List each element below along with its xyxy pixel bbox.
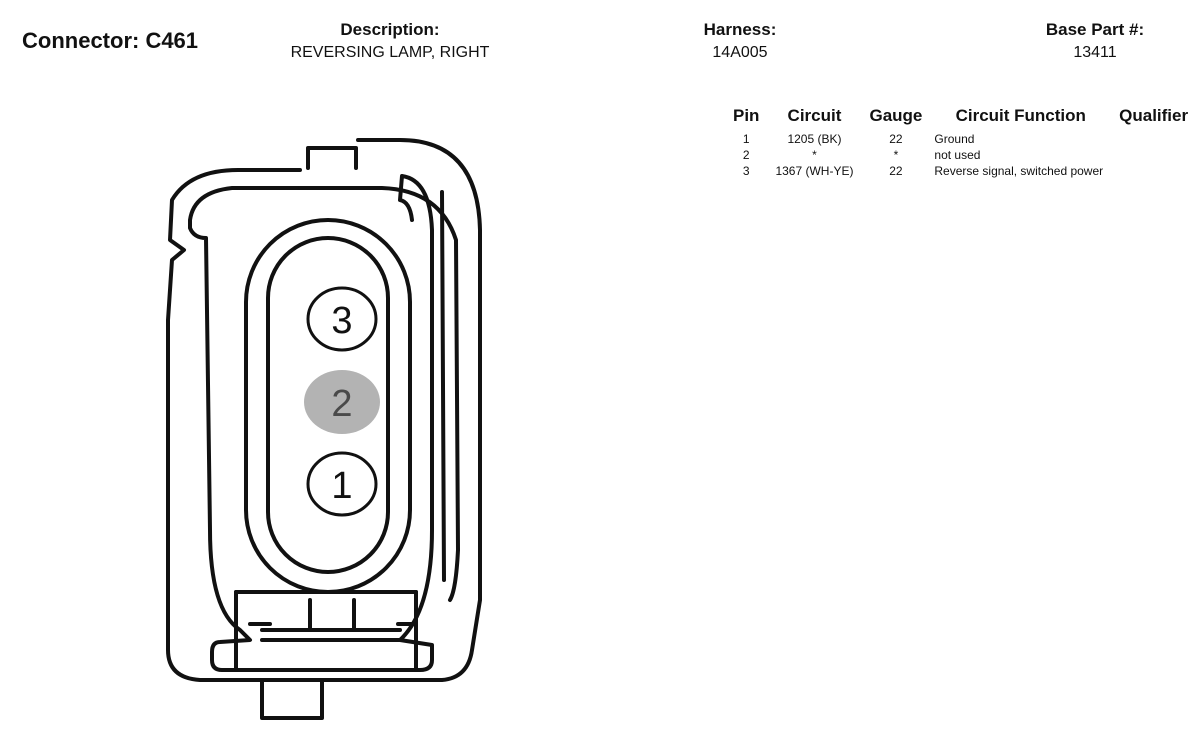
- column-header-circuit: Circuit: [787, 106, 842, 125]
- cell-gauge: *: [893, 148, 899, 162]
- connector-title: Connector: C461: [22, 28, 199, 53]
- cell-qualifier: [1111, 163, 1196, 179]
- cell-pin: 1: [742, 132, 750, 146]
- pin-3-label: 3: [331, 300, 352, 342]
- description-label: Description:: [340, 20, 440, 39]
- housing-outer: [166, 138, 482, 682]
- pin-2-label: 2: [331, 383, 352, 425]
- cell-circuit: 1367 (WH-YE): [775, 164, 854, 178]
- column-header-circuit-function: Circuit Function: [955, 106, 1086, 125]
- cell-circuit: 1205 (BK): [787, 132, 842, 146]
- housing-right-wall: [440, 190, 446, 582]
- bottom-tab: [260, 678, 324, 720]
- housing-inner-rim: [298, 186, 460, 602]
- cavity-inner: [266, 236, 390, 574]
- column-header-gauge: Gauge: [869, 106, 923, 125]
- connector-face-diagram: 3 2 1: [166, 138, 482, 720]
- cell-gauge: 22: [889, 164, 903, 178]
- cell-gauge: 22: [889, 132, 903, 146]
- cell-function: not used: [934, 148, 981, 162]
- cell-qualifier: [1111, 131, 1196, 147]
- table-row: 1 1205 (BK) 22 Ground: [725, 131, 1196, 147]
- cell-function: Reverse signal, switched power: [934, 164, 1104, 178]
- cell-pin: 3: [742, 164, 750, 178]
- table-row: 2 * * not used: [725, 147, 1196, 163]
- base-part-value: 13411: [1073, 44, 1117, 61]
- cell-pin: 2: [742, 148, 750, 162]
- column-header-qualifier: Qualifier: [1119, 106, 1189, 125]
- pin-table-header: Pin Circuit Gauge Circuit Function Quali…: [725, 106, 1196, 131]
- pin-2-unused-fill: [304, 370, 380, 434]
- description-value: REVERSING LAMP, RIGHT: [290, 44, 490, 61]
- pin-1-circle: [306, 451, 378, 517]
- pin-table: Pin Circuit Gauge Circuit Function Quali…: [725, 106, 1196, 179]
- harness-label: Harness:: [703, 20, 777, 39]
- cell-qualifier: [1111, 147, 1196, 163]
- cell-function: Ground: [934, 132, 975, 146]
- table-row: 3 1367 (WH-YE) 22 Reverse signal, switch…: [725, 163, 1196, 179]
- harness-value: 14A005: [712, 44, 768, 61]
- latch-tab: [306, 146, 358, 170]
- column-header-pin: Pin: [733, 106, 760, 125]
- pin-3-circle: [306, 286, 378, 352]
- cell-circuit: *: [812, 148, 817, 162]
- base-part-label: Base Part #:: [1045, 20, 1145, 39]
- pin-1-label: 1: [331, 465, 352, 507]
- housing-inner: [188, 174, 434, 672]
